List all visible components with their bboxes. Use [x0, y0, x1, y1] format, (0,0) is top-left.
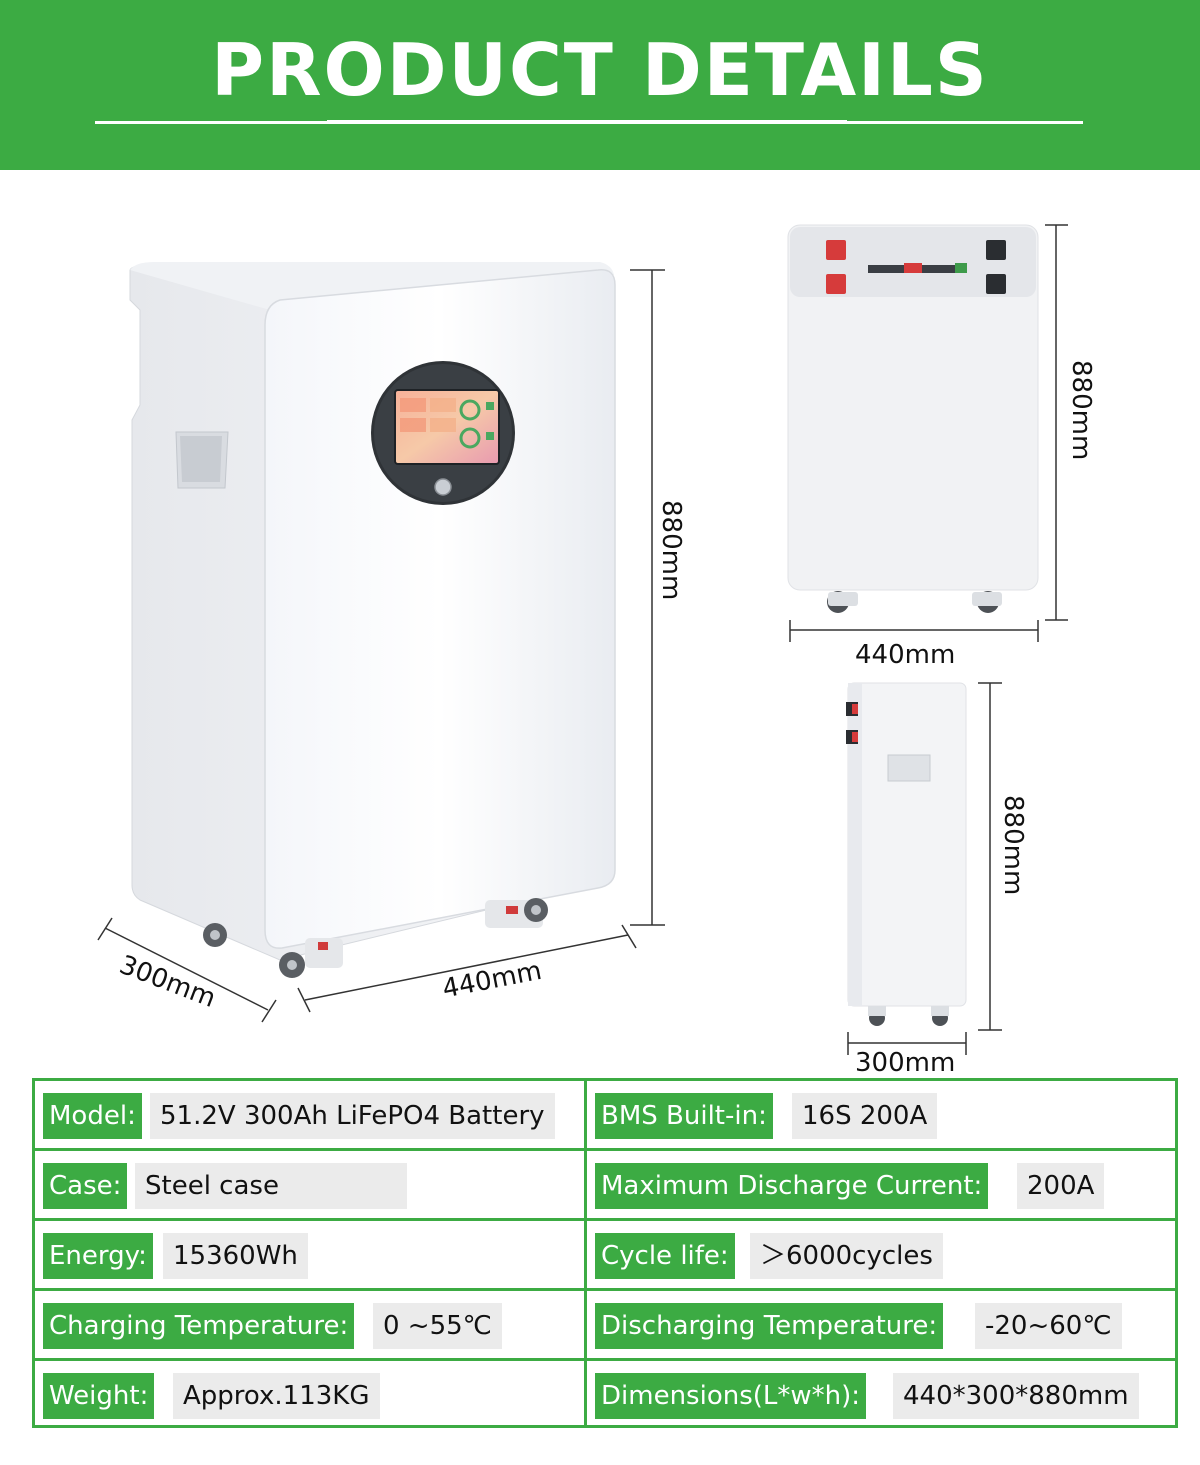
spec-row-dimensions: Dimensions(L*w*h): 440*300*880mm [587, 1361, 1175, 1425]
spec-value: -20~60℃ [975, 1303, 1122, 1349]
spec-row-cycle-life: Cycle life: ＞6000cycles [587, 1221, 1175, 1291]
spec-row-max-discharge-current: Maximum Discharge Current: 200A [587, 1151, 1175, 1221]
spec-label: Case: [43, 1163, 128, 1209]
spec-value: ＞6000cycles [750, 1233, 943, 1279]
main-wheel-front-left [279, 938, 343, 978]
spec-value: 15360Wh [163, 1233, 308, 1279]
spec-label: BMS Built-in: [595, 1093, 773, 1139]
spec-label: Discharging Temperature: [595, 1303, 944, 1349]
banner-underline-center [327, 120, 847, 124]
front-width-label: 440mm [855, 640, 956, 670]
spec-value: 0 ~55℃ [373, 1303, 502, 1349]
spec-label: Maximum Discharge Current: [595, 1163, 989, 1209]
main-dimension-lines [97, 269, 665, 1023]
banner-underline-left [95, 121, 327, 124]
spec-table: Model: 51.2V 300Ah LiFePO4 Battery Case:… [32, 1078, 1178, 1428]
spec-row-model: Model: 51.2V 300Ah LiFePO4 Battery [35, 1081, 587, 1151]
spec-row-bms: BMS Built-in: 16S 200A [587, 1081, 1175, 1151]
spec-value: 16S 200A [792, 1093, 938, 1139]
side-height-label: 880mm [998, 795, 1028, 896]
spec-label: Charging Temperature: [43, 1303, 355, 1349]
spec-label: Cycle life: [595, 1233, 735, 1279]
header-banner: PRODUCT DETAILS [0, 0, 1200, 170]
main-wheel-back-left [203, 923, 227, 947]
front-height-label: 880mm [1066, 360, 1096, 461]
spec-value: 200A [1017, 1163, 1105, 1209]
front-battery-view [787, 224, 1068, 642]
spec-row-weight: Weight: Approx.113KG [35, 1361, 587, 1425]
spec-value: Approx.113KG [173, 1373, 380, 1419]
main-wheel-front-right [485, 898, 548, 928]
spec-value: Steel case [135, 1163, 407, 1209]
side-depth-label: 300mm [855, 1048, 956, 1078]
spec-value: 440*300*880mm [893, 1373, 1139, 1419]
spec-row-discharging-temperature: Discharging Temperature: -20~60℃ [587, 1291, 1175, 1361]
spec-row-charging-temperature: Charging Temperature: 0 ~55℃ [35, 1291, 587, 1361]
spec-row-energy: Energy: 15360Wh [35, 1221, 587, 1291]
banner-underline-right [847, 121, 1083, 124]
page-title: PRODUCT DETAILS [211, 28, 989, 112]
spec-label: Energy: [43, 1233, 153, 1279]
product-drawings [97, 224, 1068, 1055]
main-battery-view [97, 262, 665, 1023]
side-battery-view [846, 682, 1002, 1055]
spec-row-case: Case: Steel case [35, 1151, 587, 1221]
product-illustration-area: 880mm 440mm 300mm 880mm 440mm 880mm 300m… [0, 170, 1200, 1078]
spec-value: 51.2V 300Ah LiFePO4 Battery [150, 1093, 555, 1139]
spec-label: Model: [43, 1093, 142, 1139]
spec-label: Dimensions(L*w*h): [595, 1373, 867, 1419]
spec-label: Weight: [43, 1373, 155, 1419]
main-height-label: 880mm [656, 500, 686, 601]
